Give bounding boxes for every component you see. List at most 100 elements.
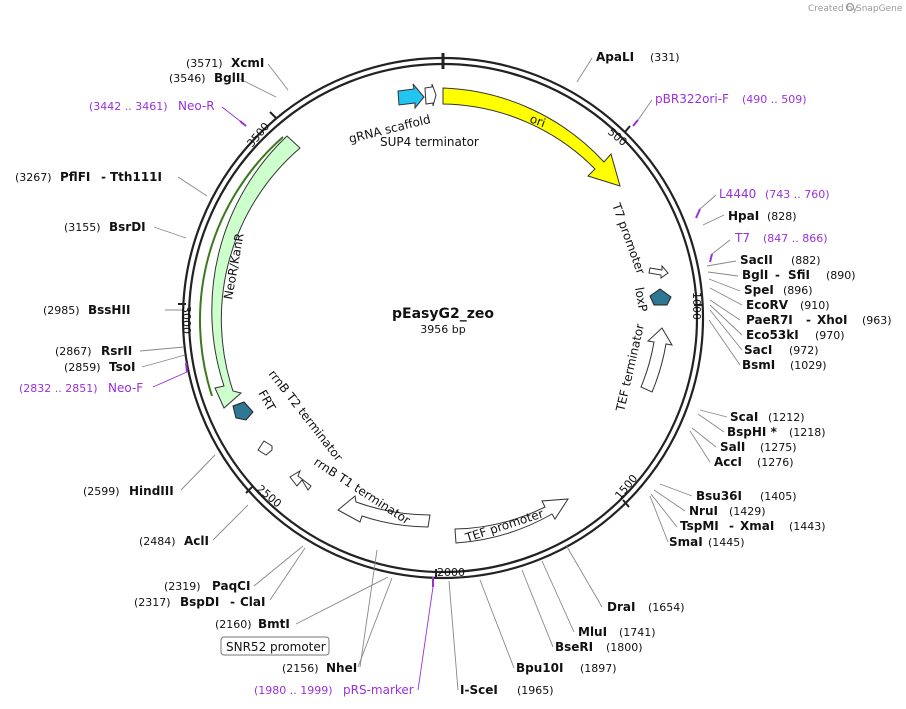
primer-neo-r: Neo-R (178, 99, 215, 113)
site-hpai: HpaI (728, 209, 759, 223)
site-tspmi: TspMI (680, 519, 719, 533)
site-tsoi-pos: (2859) (64, 361, 101, 374)
site-acli: AclI (184, 534, 209, 548)
site-bspdi-pos: (2317) (134, 596, 171, 609)
ori-label: ori (528, 112, 547, 130)
site-sep-bgli: - (775, 268, 780, 282)
site-paer7i-pos: (963) (862, 314, 892, 327)
primer-l4440-range: (743 .. 760) (765, 188, 830, 201)
snr52-promoter-box (220, 636, 330, 656)
site-eco53ki-pos: (970) (815, 329, 845, 342)
snapgene-logo: SnapGene (845, 2, 903, 14)
snapgene-brand: SnapGene (856, 4, 903, 14)
site-bseri: BseRI (555, 640, 593, 654)
neor-kanr-arrow (211, 135, 301, 409)
primer-t7-range: (847 .. 866) (763, 232, 828, 245)
site-acli-pos: (2484) (139, 535, 176, 548)
site-hindiii: HindIII (129, 484, 174, 498)
site-bsrdi-pos: (3155) (64, 221, 101, 234)
site-bseri-pos: (1800) (606, 641, 643, 654)
site-scai: ScaI (730, 410, 758, 424)
loxp-label: loxP (632, 286, 650, 313)
site-saci-pos: (972) (789, 344, 819, 357)
site-sep-tspmi: - (729, 519, 734, 533)
site-nrui-pos: (1429) (729, 505, 766, 518)
site-bglii: BglII (214, 71, 245, 85)
frt-site-2 (257, 440, 273, 456)
site-clai: ClaI (240, 595, 265, 609)
tef-promoter-arrow (454, 498, 569, 544)
site-tth111i: Tth111I (110, 170, 162, 184)
site-mlui: MluI (578, 625, 607, 639)
site-bpu10i-pos: (1897) (580, 662, 617, 675)
site-smai: SmaI (669, 535, 703, 549)
site-bsmi: BsmI (742, 358, 775, 372)
snr52-promoter-label: SNR52 promoter (226, 640, 326, 654)
site-ecorv: EcoRV (746, 298, 789, 312)
site-sep-bspdi: - (230, 595, 235, 609)
site-scai-pos: (1212) (768, 411, 805, 424)
tef-promoter-label: TEF promoter (463, 506, 546, 545)
site-hindiii-pos: (2599) (83, 485, 120, 498)
site-nhei: NheI (326, 661, 357, 675)
site-i-scei-pos: (1965) (517, 684, 554, 697)
tick-label-1000: 1000 (690, 292, 703, 320)
site-eco53ki: Eco53kI (746, 328, 799, 342)
site-sacii-pos: (882) (791, 254, 821, 267)
frt-label: FRT (255, 388, 278, 414)
site-saci: SacI (744, 343, 772, 357)
site-bmti-pos: (2160) (215, 618, 252, 631)
grna-scaffold-arrow (397, 83, 425, 110)
site-sacii: SacII (740, 253, 773, 267)
t7-promoter-arrow (648, 264, 669, 279)
site-paer7i: PaeR7I (746, 313, 793, 327)
site-xcmi-pos: (3571) (186, 57, 223, 70)
tick-label-3000: 3000 (180, 306, 193, 334)
site-spei: SpeI (744, 283, 774, 297)
site-acci-pos: (1276) (757, 456, 794, 469)
tick-marks (178, 111, 702, 577)
primer-t7: T7 (734, 231, 750, 245)
rrnb-t2-terminator-arrow (289, 469, 312, 491)
site-bsshii: BssHII (88, 303, 130, 317)
site-nrui: NruI (689, 504, 718, 518)
site-bsu36i-pos: (1405) (760, 490, 797, 503)
site-bgli-pos: (890) (826, 269, 856, 282)
rrnb-t1-terminator-arrow (337, 495, 431, 528)
site-tsoi: TsoI (109, 360, 135, 374)
loxp-arrow (649, 288, 672, 306)
primer-prs-marker: pRS-marker (343, 683, 414, 697)
primer-prs-marker-range: (1980 .. 1999) (254, 684, 333, 697)
leader-lines-left (139, 63, 434, 691)
site-sep-pflfi: - (101, 170, 106, 184)
site-hpai-pos: (828) (767, 210, 797, 223)
site-acci: AccI (714, 455, 742, 469)
ori-arrow (442, 87, 621, 187)
site-bgli: BglI (742, 268, 768, 282)
primer-l4440: L4440 (719, 187, 756, 201)
primer-marks (185, 119, 713, 587)
tef-terminator-arrow (640, 327, 673, 393)
site-sfii: SfiI (788, 268, 810, 282)
sup4-terminator-arrow (424, 83, 437, 107)
site-paqci: PaqCI (212, 579, 250, 593)
site-bpu10i: Bpu10I (516, 661, 563, 675)
site-pflfi: PflFI (60, 170, 90, 184)
site-paqci-pos: (2319) (164, 580, 201, 593)
frt-arrow (232, 401, 254, 421)
site-spei-pos: (896) (783, 284, 813, 297)
site-bspdi: BspDI (180, 595, 219, 609)
site-drai-pos: (1654) (648, 601, 685, 614)
site-bsshii-pos: (2985) (43, 304, 80, 317)
site-apali-pos: (331) (650, 51, 680, 64)
primer-neo-f-range: (2832 .. 2851) (19, 382, 98, 395)
site-sep-paer7i: - (806, 313, 811, 327)
site-smai-pos: (1445) (708, 536, 745, 549)
site-sali: SalI (720, 440, 745, 454)
site-bsu36i: Bsu36I (696, 489, 742, 503)
site-bsrdi: BsrDI (109, 220, 146, 234)
primer-pbr322ori-f-range: (490 .. 509) (742, 93, 807, 106)
site-i-scei: I-SceI (460, 683, 498, 697)
t7-promoter-label: T7 promoter (609, 200, 648, 276)
